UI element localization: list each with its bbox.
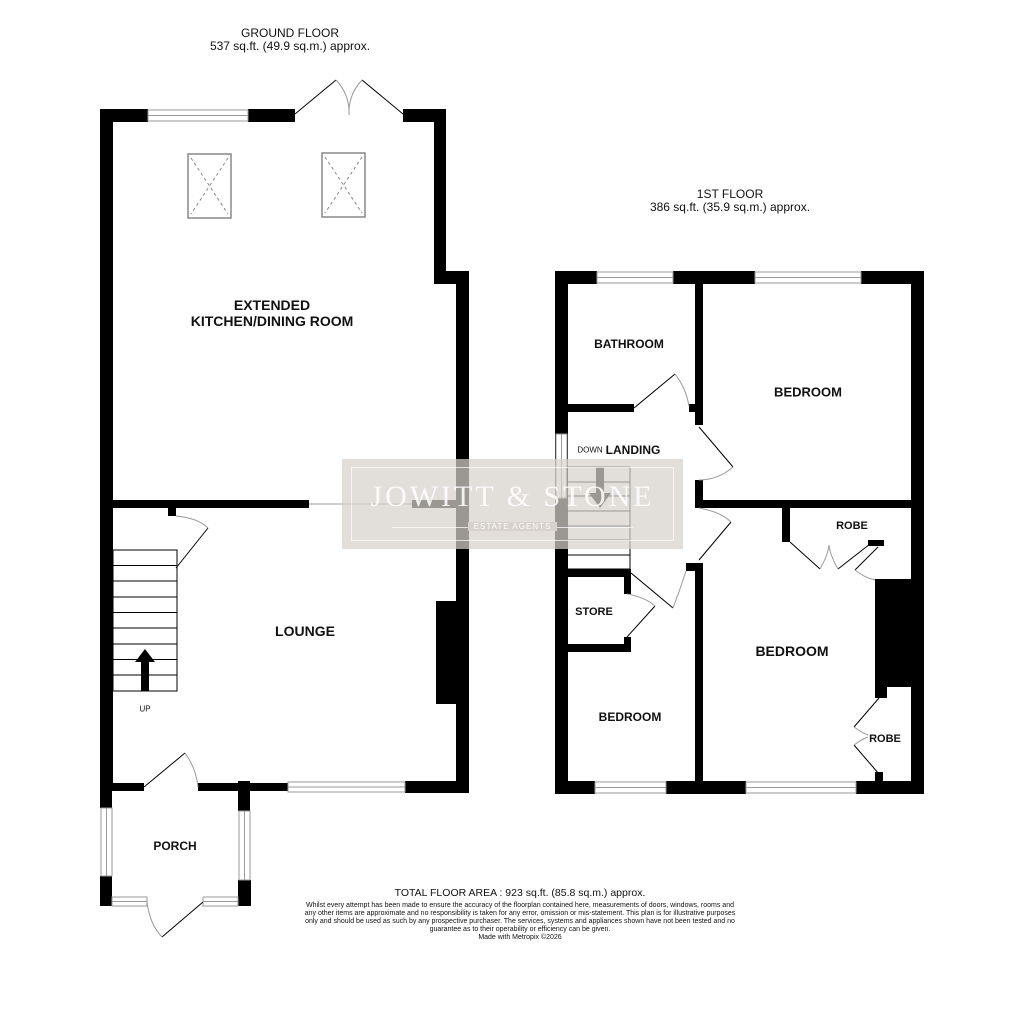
room-label-robe-bottom: ROBE: [869, 733, 901, 745]
wall: [782, 508, 790, 542]
room-label-bedroom-3: BEDROOM: [598, 710, 662, 724]
wall: [673, 271, 755, 284]
wall: [686, 563, 703, 571]
room-label-store: STORE: [575, 606, 613, 618]
room-label-bedroom-1: BEDROOM: [774, 384, 842, 400]
room-label-bedroom-2: BEDROOM: [755, 643, 829, 659]
wall: [861, 271, 924, 284]
first-floor-title: 1ST FLOOR 386 sq.ft. (35.9 sq.m.) approx…: [600, 188, 860, 214]
wall: [100, 109, 113, 789]
skylights: [187, 152, 366, 219]
wall: [568, 404, 634, 412]
stairs-down-label: DOWN: [577, 445, 603, 455]
ground-floor-area: 537 sq.ft. (49.9 sq.m.) approx.: [209, 39, 371, 53]
wall: [568, 644, 631, 652]
wall: [695, 500, 924, 508]
wall: [875, 772, 883, 784]
agent-watermark: JOWITT & STONE ESTATE AGENTS: [342, 459, 683, 549]
watermark-subtitle: ESTATE AGENTS: [342, 522, 683, 531]
plan-footer: TOTAL FLOOR AREA : 923 sq.ft. (85.8 sq.m…: [300, 887, 740, 941]
wall: [168, 508, 176, 516]
wall: [568, 569, 631, 577]
watermark-subtitle-text: ESTATE AGENTS: [467, 522, 558, 531]
skylight: [187, 153, 232, 219]
first-floor-plan: [555, 271, 924, 794]
wall: [100, 783, 112, 808]
ground-floor-windows: [100, 109, 406, 907]
chimney-breast: [436, 601, 458, 704]
wall: [695, 563, 703, 794]
wall: [238, 880, 251, 906]
first-floor-name: 1ST FLOOR: [696, 187, 764, 201]
arrow-up-icon: [141, 661, 149, 691]
chimney-breast: [875, 579, 911, 687]
skylight: [321, 152, 366, 218]
room-label-robe-top: ROBE: [836, 520, 868, 532]
ground-floor-plan: [100, 109, 469, 906]
wall: [238, 781, 250, 811]
wall: [666, 781, 746, 794]
room-name-line1: EXTENDED: [233, 297, 311, 313]
room-label-kitchen-dining: EXTENDED KITCHEN/DINING ROOM: [191, 297, 354, 329]
room-label-landing: LANDING: [605, 443, 661, 457]
wall: [695, 284, 703, 425]
stairs-up-label: UP: [139, 704, 151, 714]
stairs-up: [112, 549, 178, 692]
room-label-porch: PORCH: [153, 839, 197, 853]
wall: [695, 480, 703, 508]
watermark-brand: JOWITT & STONE: [370, 480, 655, 513]
wall: [856, 781, 924, 794]
wall: [434, 109, 446, 284]
wall: [911, 271, 924, 794]
room-name-line2: KITCHEN/DINING ROOM: [190, 313, 354, 329]
wall: [405, 781, 469, 793]
wall: [100, 783, 144, 791]
room-label-lounge: LOUNGE: [275, 623, 335, 639]
wall: [868, 540, 884, 546]
wall: [689, 404, 699, 412]
first-floor-area: 386 sq.ft. (35.9 sq.m.) approx.: [649, 200, 811, 214]
disclaimer-text: Whilst every attempt has been made to en…: [304, 902, 736, 933]
total-floor-area: TOTAL FLOOR AREA : 923 sq.ft. (85.8 sq.m…: [394, 887, 646, 899]
wall: [100, 109, 148, 122]
watermark-frame: [351, 467, 674, 541]
made-with-credit: Made with Metropix ©2026: [478, 934, 562, 941]
room-label-bathroom: BATHROOM: [594, 337, 664, 351]
wall: [624, 637, 631, 652]
wall: [100, 876, 112, 906]
wall: [100, 500, 309, 508]
first-floor-doors: [626, 373, 880, 775]
wall: [555, 781, 595, 794]
wall: [875, 680, 887, 698]
wall: [248, 109, 295, 122]
first-floor-windows: [555, 271, 862, 794]
wall: [555, 271, 597, 284]
ground-floor-title: GROUND FLOOR 537 sq.ft. (49.9 sq.m.) app…: [160, 27, 420, 53]
wall: [624, 569, 631, 594]
ground-floor-name: GROUND FLOOR: [240, 26, 339, 40]
